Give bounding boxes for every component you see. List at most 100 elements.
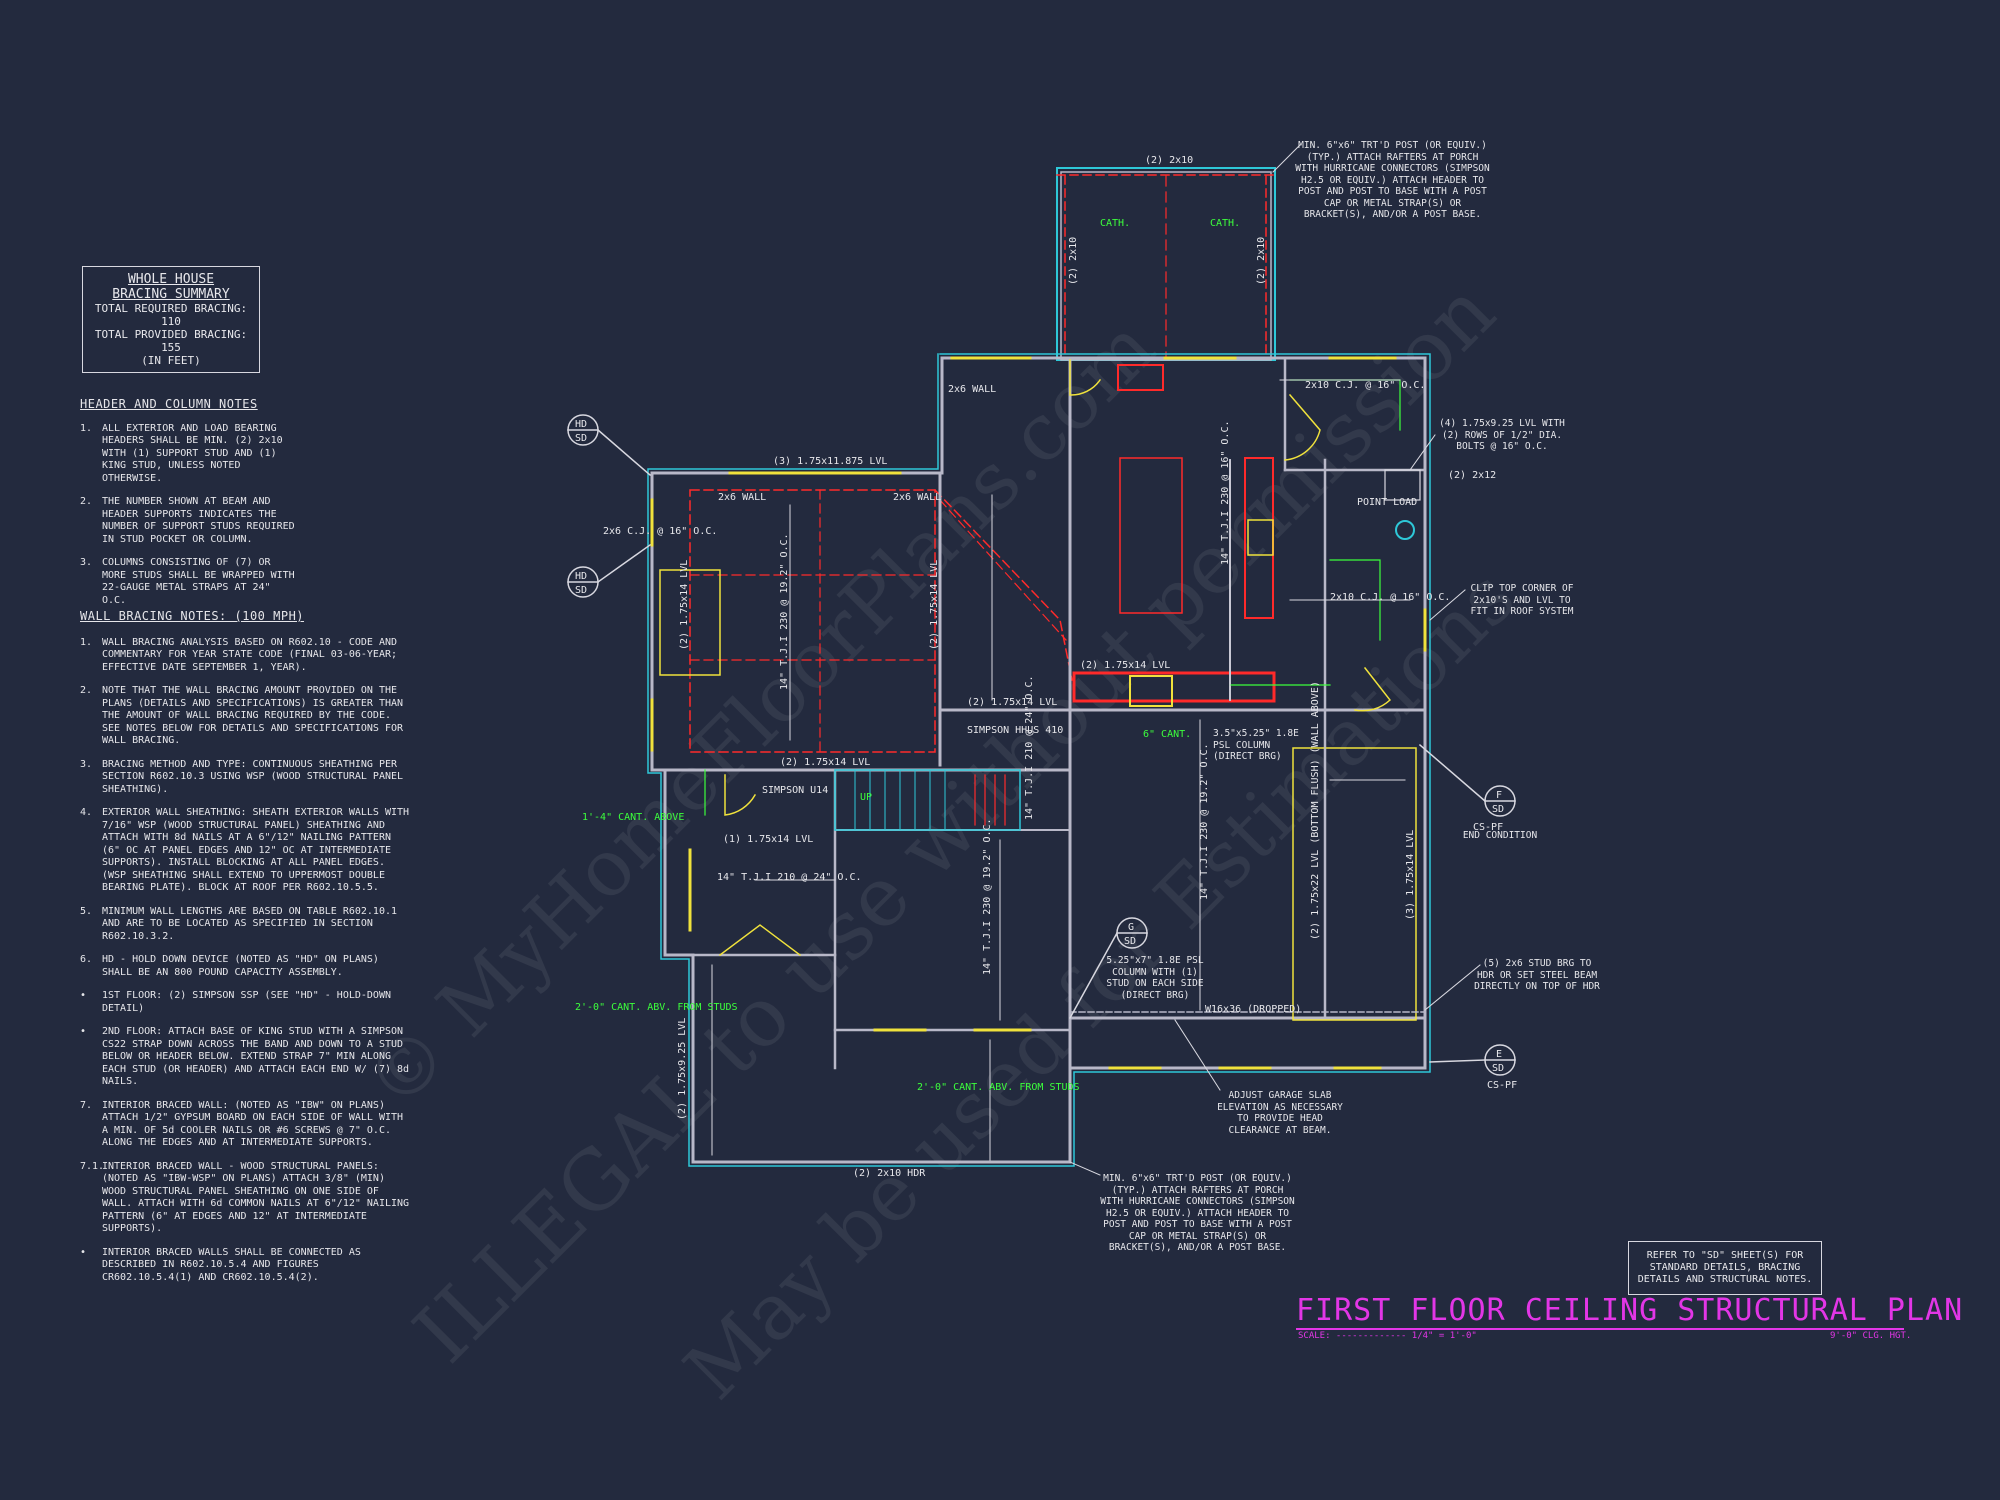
label-porch-top: (2) 2x10 [1145,155,1193,166]
marker-e-sd: SD [1492,1063,1504,1074]
label-tji-210b: 14" T.J.I 210 @ 24" O.C. [1024,676,1035,821]
label-point-load: POINT LOAD [1357,497,1417,508]
bracing-note-item-text: INTERIOR BRACED WALLS SHALL BE CONNECTED… [102,1246,361,1283]
label-tji-230d: 14" T.J.I 230 @ 19.2" O.C. [1199,743,1210,900]
label-w-beam: W16x36 (DROPPED) [1205,1004,1301,1015]
label-simpson-u14: SIMPSON U14 [762,785,828,796]
bracing-note-item: 7. INTERIOR BRACED WALL: (NOTED AS "IBW" … [80,1100,415,1150]
header-note-item: 1.ALL EXTERIOR AND LOAD BEARING HEADERS … [80,423,295,486]
bracing-note-item-text: INTERIOR BRACED WALL - WOOD STRUCTURAL P… [102,1160,410,1235]
bracing-summary-box: WHOLE HOUSE BRACING SUMMARY TOTAL REQUIR… [82,266,260,373]
label-cj-2x10b: 2x10 C.J. @ 16" O.C. [1330,592,1450,603]
bracing-note-item-number: 3. [80,758,93,770]
summary-units: (IN FEET) [141,354,201,367]
header-notes-title: HEADER AND COLUMN NOTES [80,397,258,411]
label-cj-left: 2x6 C.J. @ 16" O.C. [603,526,717,537]
bracing-note-item-text: HD - HOLD DOWN DEVICE (NOTED AS "HD" ON … [102,954,379,978]
bracing-note-item-text: WALL BRACING ANALYSIS BASED ON R602.10 -… [102,636,398,673]
bracing-note-item-number: • [80,990,87,1001]
header-column-notes: HEADER AND COLUMN NOTES 1.ALL EXTERIOR A… [80,398,295,618]
label-cath-left: CATH. [1100,218,1130,229]
label-lvl-top: (3) 1.75x11.875 LVL [773,456,887,467]
bracing-note-item-text: INTERIOR BRACED WALL: (NOTED AS "IBW" ON… [102,1099,404,1149]
bracing-note-item-text: 2ND FLOOR: ATTACH BASE OF KING STUD WITH… [102,1026,410,1087]
label-cant-2: 2'-0" CANT. ABV. FROM STUDS [575,1002,738,1013]
label-cath-right: CATH. [1210,218,1240,229]
refer-sd-box: REFER TO "SD" SHEET(S) FOR STANDARD DETA… [1628,1241,1822,1295]
label-lvl-3: (3) 1.75x14 LVL [1405,830,1416,920]
bracing-note-item: 7.1.INTERIOR BRACED WALL - WOOD STRUCTUR… [80,1161,415,1236]
kitchen-island [1119,457,1183,614]
header-notes-list: 1.ALL EXTERIOR AND LOAD BEARING HEADERS … [80,423,295,608]
label-lvl-stair: (2) 1.75x14 LVL [780,757,870,768]
callout-psl-column: 3.5"x5.25" 1.8E PSL COLUMN (DIRECT BRG) [1213,728,1299,762]
header-note-item-number: 1. [80,422,93,434]
label-up: UP [860,792,872,803]
label-tji-210: 14" T.J.I 210 @ 24" O.C. [717,872,862,883]
header-note-item-number: 2. [80,496,93,507]
bracing-notes-list: 1.WALL BRACING ANALYSIS BASED ON R602.10… [80,637,415,1285]
summary-title-2: BRACING SUMMARY [112,287,230,302]
callout-end-condition: END CONDITION [1462,830,1538,841]
marker-f-sd: SD [1492,804,1504,815]
bracing-note-item-text: 1ST FLOOR: (2) SIMPSON SSP (SEE "HD" - H… [102,990,391,1014]
bracing-note-item: • 1ST FLOOR: (2) SIMPSON SSP (SEE "HD" - … [80,990,415,1015]
label-cj-2x10: 2x10 C.J. @ 16" O.C. [1305,380,1425,391]
plan-title-rule [1296,1328,1904,1330]
bracing-note-item: 6. HD - HOLD DOWN DEVICE (NOTED AS "HD" O… [80,954,415,979]
bracing-note-item: 5.MINIMUM WALL LENGTHS ARE BASED ON TABL… [80,906,415,944]
wall-bracing-notes: WALL BRACING NOTES: (100 MPH) 1.WALL BRA… [80,610,415,1295]
stair [834,769,1021,831]
plan-ceiling-height: 9'-0" CLG. HGT. [1830,1331,1912,1341]
callout-garage-slab: ADJUST GARAGE SLAB ELEVATION AS NECESSAR… [1217,1090,1343,1136]
label-lvl-925: (2) 1.75x9.25 LVL [677,1018,688,1120]
label-lvl-kitchen: (2) 1.75x14 LVL [967,697,1057,708]
marker-hd-2: HD [575,571,587,582]
summary-required: TOTAL REQUIRED BRACING: 110 [94,302,248,328]
marker-e: E [1496,1049,1502,1060]
marker-g-sd: SD [1124,936,1136,947]
bracing-note-item-number: 5. [80,905,93,917]
marker-e-cspf: CS-PF [1487,1080,1517,1091]
summary-provided: TOTAL PROVIDED BRACING: 155 [94,328,248,354]
label-tji-230c: 14" T.J.I 230 @ 19.2" O.C. [982,818,993,975]
label-lvl-mid: (2) 1.75x14 LVL [929,560,940,650]
label-lvl-left: (2) 1.75x14 LVL [679,560,690,650]
callout-porch-post-bottom: MIN. 6"x6" TRT'D POST (OR EQUIV.) (TYP.)… [1100,1173,1295,1253]
bracing-note-item: 2. NOTE THAT THE WALL BRACING AMOUNT PROV… [80,685,415,748]
bracing-note-item-number: 2. [80,685,93,696]
summary-title-1: WHOLE HOUSE [127,272,215,287]
bracing-note-item-number: 7. [80,1099,93,1111]
header-note-item: 2.THE NUMBER SHOWN AT BEAM AND HEADER SU… [80,496,295,546]
bracing-note-item-text: EXTERIOR WALL SHEATHING: SHEATH EXTERIOR… [102,807,410,893]
bracing-note-item: •2ND FLOOR: ATTACH BASE OF KING STUD WIT… [80,1026,415,1089]
plan-scale: SCALE: ------------- 1/4" = 1'-0" [1298,1331,1477,1341]
bracing-note-item-number: 6. [80,954,93,965]
label-tji-230b: 14" T.J.I 230 @ 16" O.C. [1220,421,1231,566]
label-cant-1-4: 1'-4" CANT. ABOVE [582,812,684,823]
plan-title: FIRST FLOOR CEILING STRUCTURAL PLAN [1296,1293,1964,1328]
callout-stud-brg: (5) 2x6 STUD BRG TO HDR OR SET STEEL BEA… [1474,958,1600,992]
marker-g: G [1128,922,1134,933]
label-2x6-wall-a: 2x6 WALL [718,492,766,503]
label-lvl-kitchen2: (2) 1.75x14 LVL [1080,660,1170,671]
header-note-item-number: 3. [80,557,93,568]
callout-porch-post-top: MIN. 6"x6" TRT'D POST (OR EQUIV.) (TYP.)… [1295,140,1490,220]
label-cant-6: 6" CANT. [1143,729,1191,740]
bracing-note-item: • INTERIOR BRACED WALLS SHALL BE CONNECTE… [80,1247,415,1285]
bracing-note-item-text: NOTE THAT THE WALL BRACING AMOUNT PROVID… [102,685,404,746]
label-lvl-122: (2) 1.75x22 LVL (BOTTOM FLUSH) (WALL ABO… [1310,681,1321,940]
bracing-note-item-number: • [80,1246,87,1258]
marker-sd-2: SD [575,585,587,596]
label-simpson-410: SIMPSON HHUS 410 [967,725,1063,736]
marker-sd-1: SD [575,433,587,444]
marker-f: F [1496,790,1502,801]
bracing-note-item: 1.WALL BRACING ANALYSIS BASED ON R602.10… [80,637,415,675]
label-tji-230: 14" T.J.I 230 @ 19.2" O.C. [779,533,790,690]
label-2x6-wall-b: 2x6 WALL [893,492,941,503]
bracing-note-item-number: 4. [80,807,93,818]
bracing-note-item-number: 7.1. [80,1160,105,1172]
label-porch-right: (2) 2x10 [1256,237,1267,285]
bracing-notes-title: WALL BRACING NOTES: (100 MPH) [80,609,305,623]
